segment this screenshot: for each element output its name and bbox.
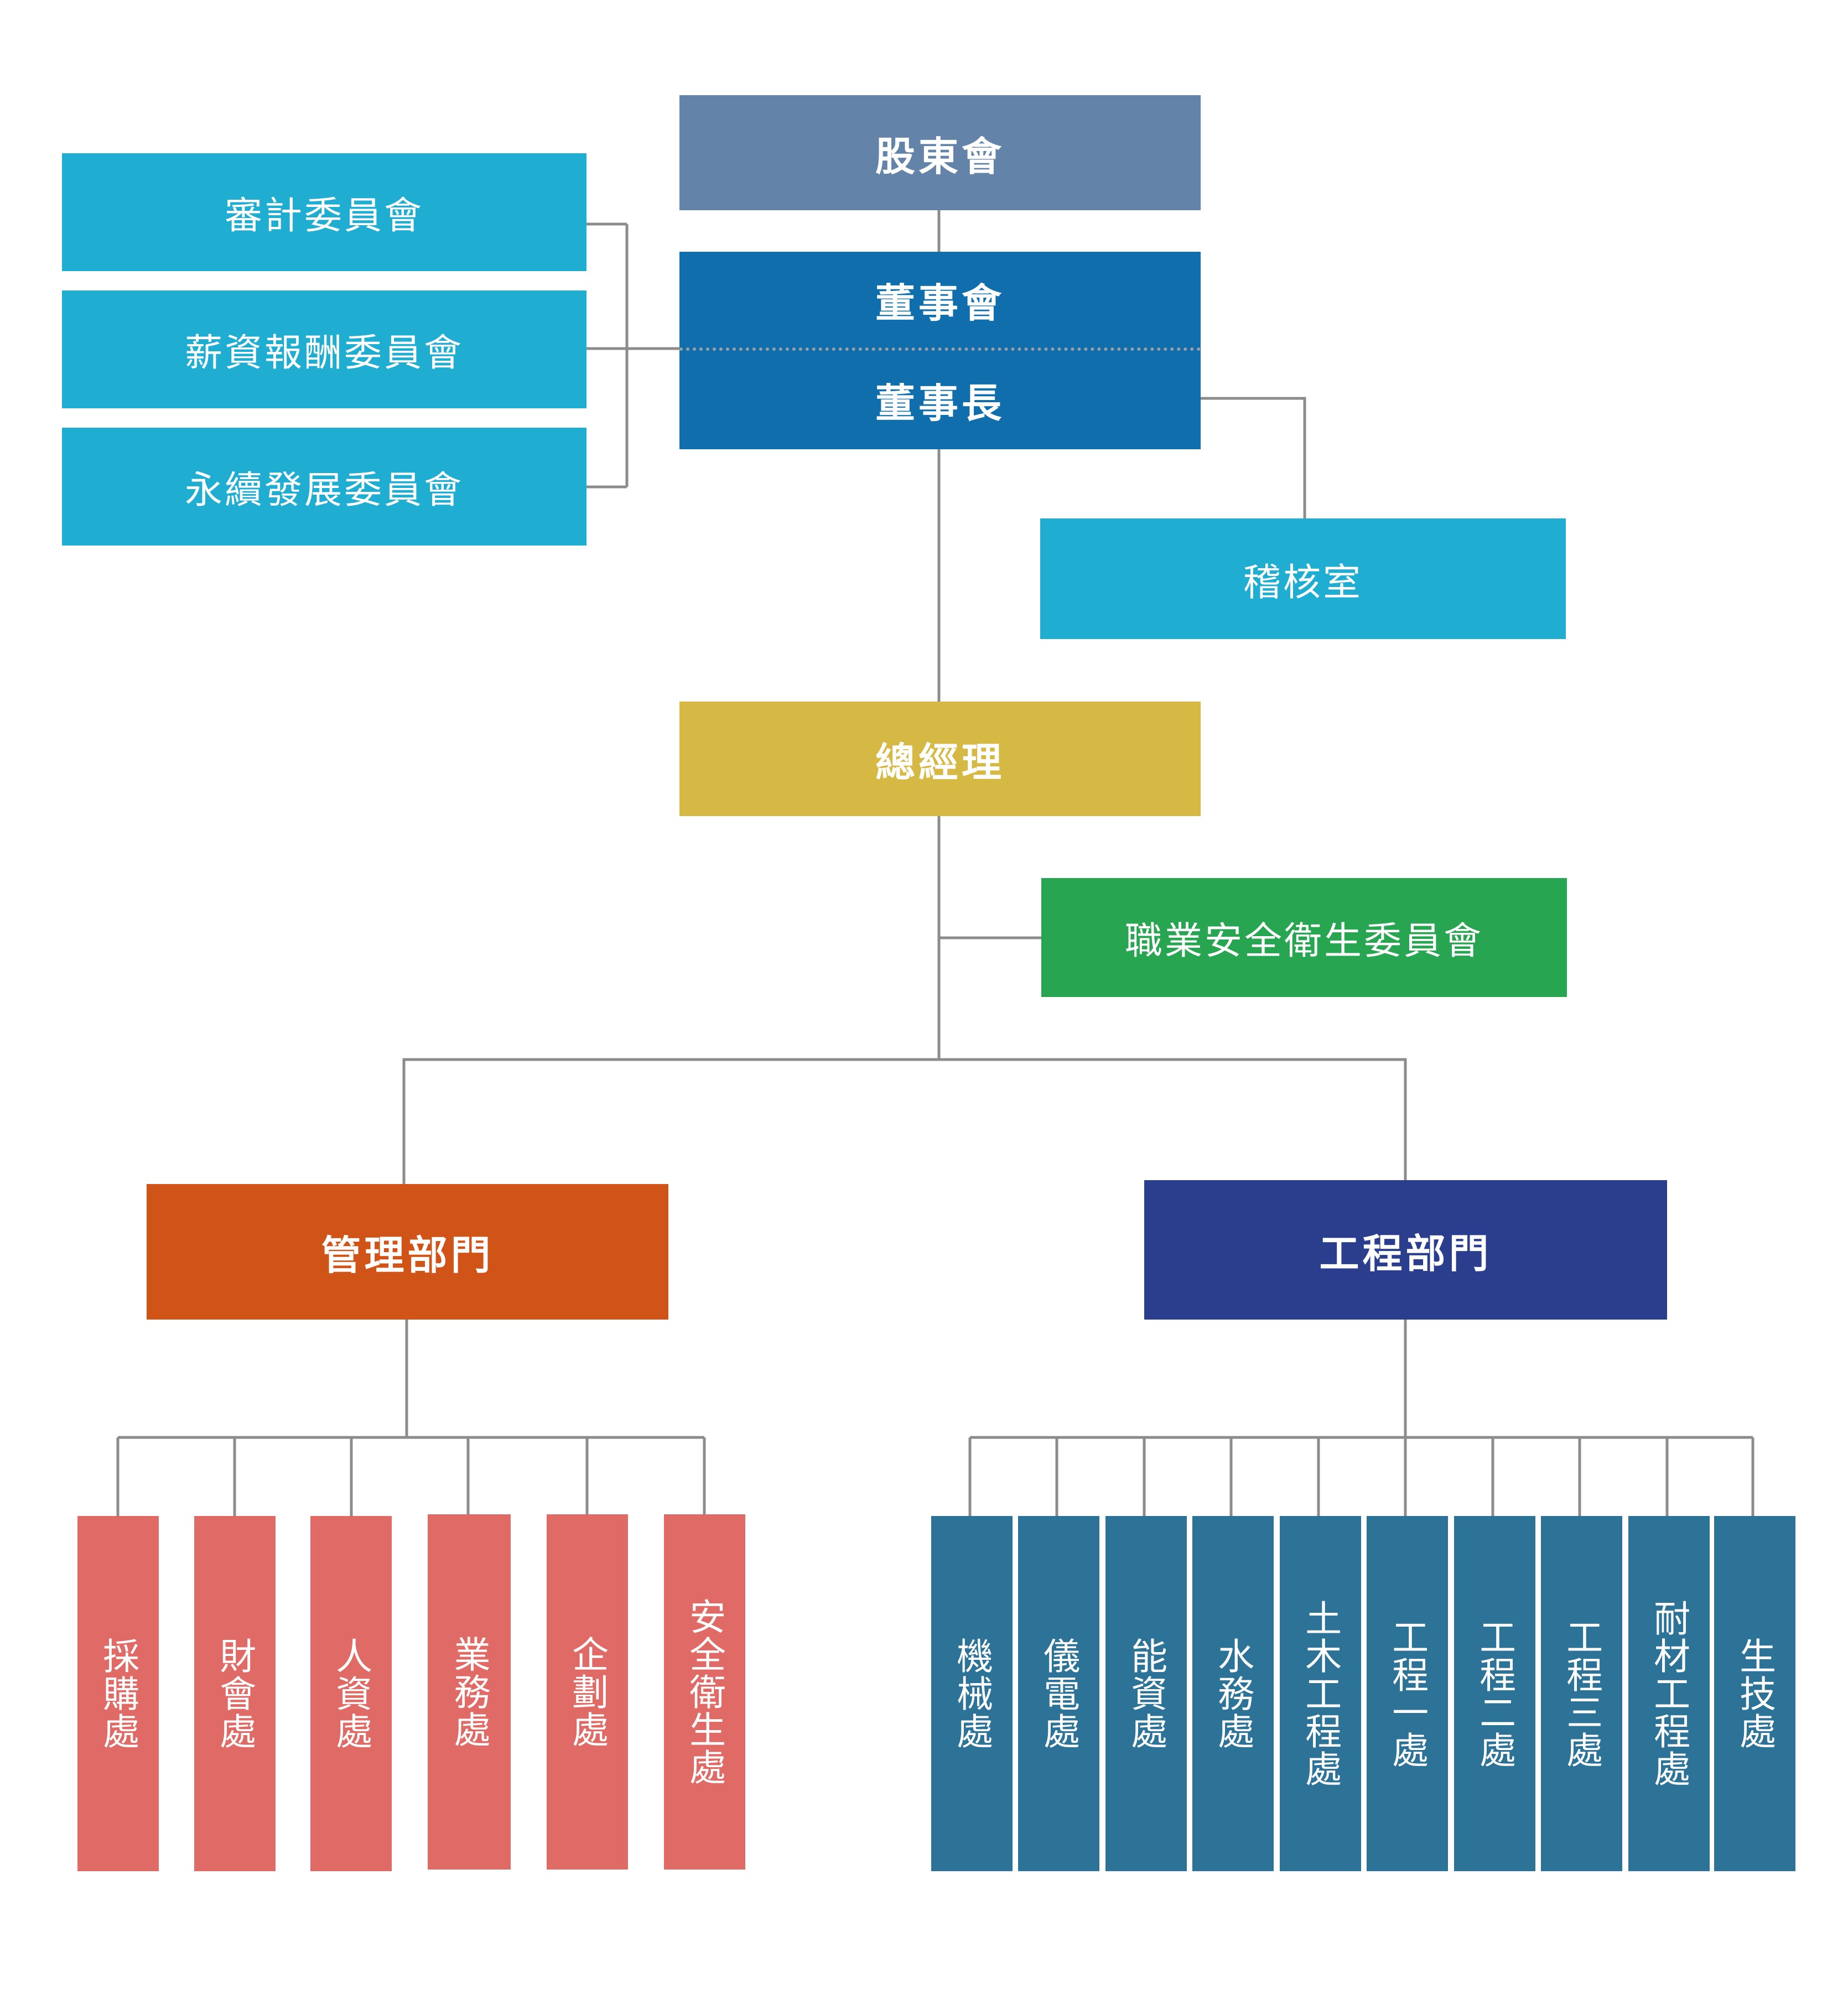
- general-manager-box: 總經理: [679, 702, 1201, 816]
- eng-unit-label: 土木工程處: [1299, 1600, 1342, 1788]
- mgmt-unit-hr: 人資處: [310, 1516, 392, 1871]
- safety-committee-box: 職業安全衛生委員會: [1041, 878, 1567, 997]
- chairman-label: 董事長: [875, 380, 1005, 427]
- eng-unit-label: 儀電處: [1037, 1637, 1081, 1750]
- mgmt-unit-safety: 安全衛生處: [664, 1514, 745, 1870]
- committee-compensation-box: 薪資報酬委員會: [62, 290, 586, 408]
- eng-unit-water: 水務處: [1192, 1516, 1274, 1871]
- committee-sustainability-box: 永續發展委員會: [62, 428, 586, 546]
- mgmt-unit-label: 企劃處: [566, 1635, 609, 1748]
- board-box: 董事會 董事長: [679, 252, 1201, 449]
- board-label-cell: 董事會: [679, 252, 1201, 351]
- board-label: 董事會: [875, 279, 1005, 326]
- audit-office-box: 稽核室: [1040, 518, 1566, 639]
- eng-unit-instrument-electrical: 儀電處: [1018, 1516, 1099, 1871]
- eng-unit-label: 耐材工程處: [1648, 1600, 1691, 1788]
- eng-unit-engineering-3: 工程三處: [1541, 1516, 1622, 1871]
- mgmt-unit-finance: 財會處: [194, 1516, 276, 1871]
- mgmt-unit-label: 財會處: [214, 1637, 257, 1750]
- general-manager-label: 總經理: [875, 739, 1005, 786]
- mgmt-unit-planning: 企劃處: [547, 1514, 628, 1870]
- eng-unit-energy-resources: 能資處: [1105, 1516, 1187, 1871]
- eng-unit-civil: 土木工程處: [1280, 1516, 1361, 1871]
- audit-office-label: 稽核室: [1243, 560, 1363, 605]
- eng-unit-label: 工程二處: [1473, 1618, 1517, 1769]
- mgmt-unit-label: 安全衛生處: [683, 1598, 726, 1786]
- shareholders-box: 股東會: [679, 95, 1201, 210]
- mgmt-unit-label: 採購處: [97, 1637, 140, 1750]
- management-dept-label: 管理部門: [321, 1232, 494, 1279]
- mgmt-unit-procurement: 採購處: [77, 1516, 159, 1871]
- mgmt-unit-business: 業務處: [428, 1514, 511, 1870]
- eng-unit-engineering-2: 工程二處: [1454, 1516, 1535, 1871]
- chairman-label-cell: 董事長: [679, 351, 1201, 450]
- eng-unit-label: 工程一處: [1386, 1618, 1429, 1769]
- safety-committee-label: 職業安全衛生委員會: [1124, 920, 1483, 963]
- committee-sustainability-label: 永續發展委員會: [184, 469, 464, 512]
- committee-audit-label: 審計委員會: [224, 194, 424, 238]
- eng-unit-label: 機械處: [951, 1637, 994, 1750]
- eng-unit-engineering-1: 工程一處: [1367, 1516, 1448, 1871]
- eng-unit-mechanical: 機械處: [931, 1516, 1013, 1871]
- eng-unit-label: 能資處: [1125, 1637, 1168, 1750]
- eng-unit-label: 工程三處: [1560, 1618, 1603, 1769]
- engineering-dept-box: 工程部門: [1144, 1180, 1667, 1320]
- mgmt-unit-label: 人資處: [330, 1637, 373, 1750]
- mgmt-unit-label: 業務處: [448, 1635, 491, 1748]
- committee-audit-box: 審計委員會: [62, 153, 586, 271]
- eng-unit-label: 水務處: [1212, 1637, 1255, 1750]
- engineering-dept-label: 工程部門: [1319, 1230, 1492, 1277]
- eng-unit-label: 生技處: [1733, 1637, 1777, 1750]
- management-dept-box: 管理部門: [147, 1184, 668, 1320]
- committee-compensation-label: 薪資報酬委員會: [184, 331, 464, 375]
- shareholders-label: 股東會: [875, 133, 1005, 180]
- eng-unit-refractory: 耐材工程處: [1628, 1516, 1710, 1871]
- eng-unit-biotech: 生技處: [1714, 1516, 1795, 1871]
